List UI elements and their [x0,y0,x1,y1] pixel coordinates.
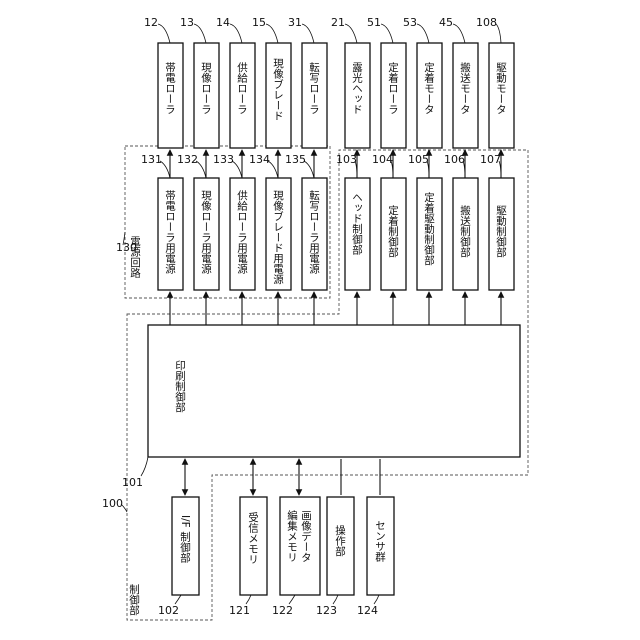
receive-memory-label: 受信メモリ [247,512,259,565]
fixing-roller-label: 定着ローラ [387,61,399,114]
transfer-roller-label: 転写ローラ [308,62,320,115]
fixing-motor-label: 定着モータ [423,61,435,114]
ref-105: 105 [408,153,429,166]
ref-101: 101 [122,476,143,489]
develop-roller-power-label: 現像ローラ用電源 [200,190,212,275]
ref-135: 135 [285,153,306,166]
ref-51: 51 [367,16,381,29]
ref-123: 123 [316,604,337,617]
ref-122: 122 [272,604,293,617]
charge-roller-power-label: 帯電ローラ用電源 [164,189,176,275]
transport-motor-label: 搬送モータ [459,61,471,114]
ref-131: 131 [141,153,162,166]
ref-14: 14 [216,16,230,29]
ref-108: 108 [476,16,497,29]
if-controller-label: I/F 制御部 [179,515,191,563]
sensor-group-label: センサ群 [374,520,386,563]
develop-blade-label: 現像ブレード [272,58,284,121]
ref-100: 100 [102,497,123,510]
operation-unit-label: 操作部 [334,524,346,557]
drive-controller-label: 駆動制御部 [495,205,507,258]
ref-53: 53 [403,16,417,29]
power-circuit-outline [125,146,330,298]
ref-130: 130 [116,241,137,254]
head-controller-label: ヘッド制御部 [351,192,363,256]
ref-45: 45 [439,16,453,29]
fixing-drive-controller-label: 定着駆動制御部 [423,191,435,266]
ref-121: 121 [229,604,250,617]
transfer-roller-power-label: 転写ローラ用電源 [308,190,320,275]
ref-21: 21 [331,16,345,29]
develop-blade-power-label: 現像ブレード用電源 [272,190,284,285]
ref-133: 133 [213,153,234,166]
charge-roller-label: 帯電ローラ [164,61,176,114]
control-unit-label: 制御部 [128,583,140,616]
ref-13: 13 [180,16,194,29]
ref-106: 106 [444,153,465,166]
transport-controller-label: 搬送制御部 [459,204,471,258]
ref-134: 134 [249,153,270,166]
exposure-head-label: 露光ヘッド [351,62,363,115]
ref-124: 124 [357,604,378,617]
fixing-controller-label: 定着制御部 [387,204,399,258]
drive-motor-label: 駆動モータ [495,62,507,115]
ref-12: 12 [144,16,158,29]
ref-107: 107 [480,153,501,166]
supply-roller-label: 供給ローラ [236,61,248,114]
supply-roller-power-label: 供給ローラ用電源 [236,189,248,275]
image-edit-memory-label-line2: 編集メモリ [286,509,298,562]
image-edit-memory-label-line1: 画像データ [300,510,312,563]
develop-roller-label: 現像ローラ [200,62,212,115]
ref-102: 102 [158,604,179,617]
print-controller-label: 印刷制御部 [174,360,186,413]
ref-132: 132 [177,153,198,166]
ref-103: 103 [336,153,357,166]
ref-31: 31 [288,16,302,29]
ref-104: 104 [372,153,393,166]
print-controller-block [148,325,520,457]
ref-15: 15 [252,16,266,29]
